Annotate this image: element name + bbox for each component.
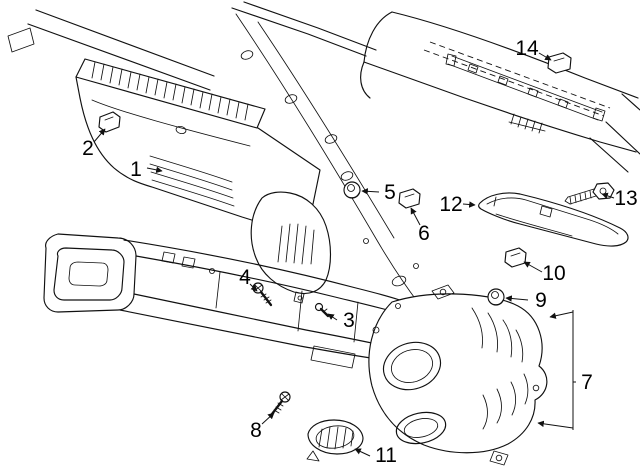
- callout-leader-1: [146, 166, 163, 174]
- callout-leader-4: [249, 283, 258, 292]
- callout-leaders: [93, 52, 615, 457]
- callout-label-10: 10: [542, 262, 565, 285]
- cowl-panel-fragment: [360, 11, 640, 173]
- callout-label-7: 7: [581, 371, 593, 394]
- callout-leader-3: [327, 313, 338, 321]
- callout-label-3: 3: [343, 309, 355, 332]
- callout-leader-5: [361, 188, 380, 195]
- part-14-clip-drawing: [547, 52, 572, 74]
- part-13-bolt-drawing: [564, 182, 615, 205]
- callout-leader-12: [462, 201, 476, 208]
- part-11-vent-drawing: [306, 419, 364, 462]
- callout-label-6: 6: [418, 222, 430, 245]
- callout-leader-2: [93, 128, 106, 143]
- callout-label-4: 4: [239, 266, 251, 289]
- part-9-grommet-drawing: [487, 288, 505, 306]
- callout-label-13: 13: [614, 187, 637, 210]
- part-3-screw-drawing: [314, 302, 330, 318]
- part-6-clip-drawing: [398, 188, 421, 209]
- callout-leader-10: [523, 261, 543, 273]
- callout-leader-14: [538, 52, 552, 61]
- callout-leader-7-top: [549, 311, 574, 319]
- callout-leader-7-bracket: [572, 310, 576, 430]
- callout-leader-9: [505, 295, 529, 302]
- callout-label-2: 2: [82, 137, 94, 160]
- part-4-screw-drawing: [252, 282, 273, 307]
- part-12-strip-drawing: [478, 192, 629, 247]
- callout-leader-6: [410, 207, 421, 226]
- callout-label-8: 8: [250, 419, 262, 442]
- part-8-screw-drawing: [270, 391, 291, 416]
- part-10-clip-drawing: [504, 247, 527, 268]
- callout-label-1: 1: [130, 158, 142, 181]
- callout-leader-11: [354, 448, 371, 457]
- callout-leader-7-bottom: [537, 420, 574, 429]
- part-7-outlet-assembly-drawing: [368, 284, 548, 466]
- callout-label-5: 5: [384, 181, 396, 204]
- callout-leader-13: [601, 192, 615, 199]
- callout-leader-8: [261, 412, 275, 425]
- callout-label-12: 12: [439, 193, 462, 216]
- lower-air-duct-drawing: [43, 233, 421, 369]
- part-2-clip-drawing: [98, 111, 121, 133]
- part-5-grommet-drawing: [343, 181, 361, 199]
- callout-label-9: 9: [535, 289, 547, 312]
- callout-labels: 1 2 3 4 5 6 7 8 9 10 11 12 13 14: [82, 37, 638, 467]
- callout-label-14: 14: [515, 37, 539, 60]
- callout-label-11: 11: [375, 444, 397, 467]
